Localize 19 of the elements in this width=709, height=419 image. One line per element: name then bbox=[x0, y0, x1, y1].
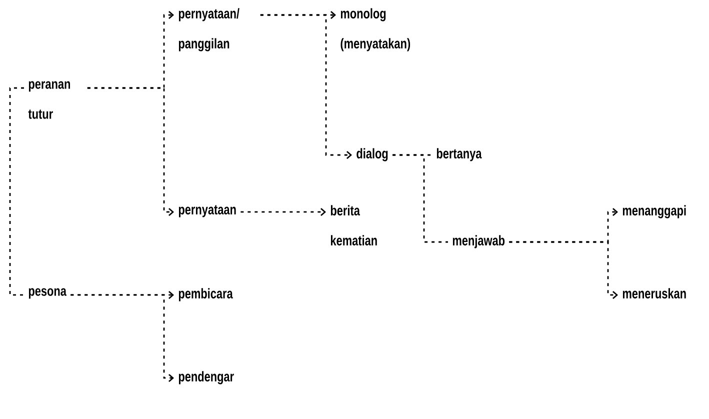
arrow bbox=[260, 14, 352, 160]
node-label: menanggapi bbox=[622, 205, 686, 218]
node-label: dialog bbox=[356, 148, 388, 162]
arrow bbox=[87, 87, 174, 216]
node-label: berita kematian bbox=[330, 205, 377, 246]
node-label: pembicara bbox=[178, 288, 233, 302]
node-label: peranan tutur bbox=[28, 81, 70, 119]
arrow bbox=[240, 208, 326, 216]
arrow bbox=[70, 294, 174, 382]
node-label: meneruskan bbox=[622, 288, 686, 298]
bracket-line bbox=[9, 87, 24, 296]
node-label: monolog (menyatakan) bbox=[340, 8, 410, 52]
arrow bbox=[509, 241, 618, 300]
node-label: menjawab bbox=[452, 235, 505, 248]
node-label: pendengar bbox=[178, 371, 234, 384]
node-label: pesona bbox=[28, 288, 67, 299]
node-label: pernyataan/ panggilan bbox=[178, 8, 240, 52]
node-label: bertanya bbox=[436, 148, 482, 162]
node-label: pernyataan bbox=[178, 205, 236, 218]
